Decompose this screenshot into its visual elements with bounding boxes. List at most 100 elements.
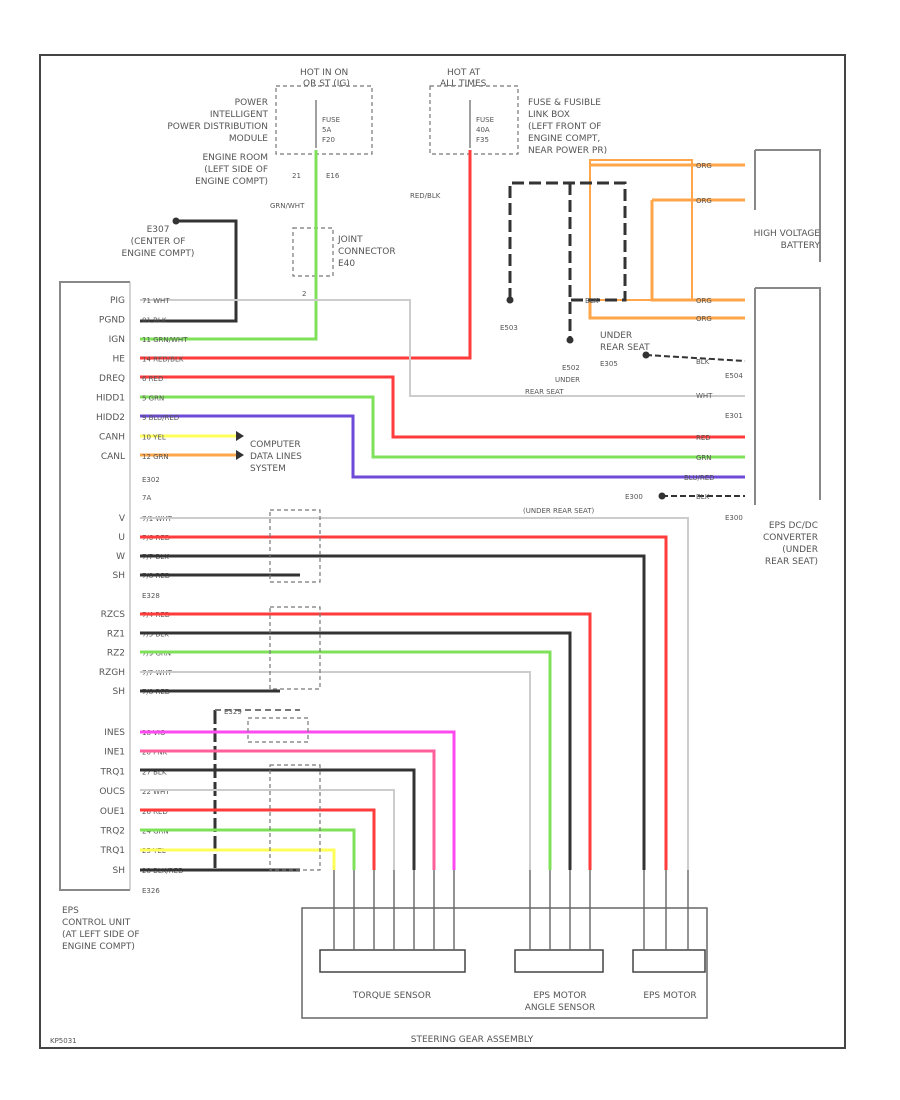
svg-text:SYSTEM: SYSTEM xyxy=(250,464,286,474)
connector-e301-label: E301 xyxy=(725,412,743,420)
ecu-pin-ecu_pins-3-label: HE xyxy=(113,355,126,365)
wire-ines-vio xyxy=(140,730,456,870)
fuse-box-fuse-rating: 40A xyxy=(476,126,490,134)
under-rear-label: UNDER xyxy=(600,331,632,341)
svg-text:(LEFT FRONT OF: (LEFT FRONT OF xyxy=(528,122,601,132)
ecu-pin-ecu_pins-6-label: HIDD2 xyxy=(96,413,125,423)
connector-e300-label: E300 xyxy=(725,514,743,522)
ecu-pin-ecu_pins-8-label: CANL xyxy=(101,452,125,462)
wire-label-redblk: RED/BLK xyxy=(410,192,441,200)
ecu-pin-ecu_pins-7-wire: 10 YEL xyxy=(142,434,166,442)
ecu-pin-motor_pins-3-label: SH xyxy=(113,571,125,581)
ecu-body xyxy=(59,281,130,891)
ecu-pin-ecu_pins-2-label: IGN xyxy=(109,335,125,345)
ground-e305-label: E305 xyxy=(600,360,618,368)
wire-motor-w-blk xyxy=(140,554,646,870)
svg-text:ENGINE COMPT): ENGINE COMPT) xyxy=(62,942,135,952)
ecu-pin-ecu_pins-3-wire: 14 RED/BLK xyxy=(142,356,184,364)
ground-e307-wire xyxy=(140,219,238,323)
svg-text:POWER: POWER xyxy=(235,98,268,108)
wire-oue1-red xyxy=(140,808,376,870)
ecu-label: EPS CONTROL UNIT (AT LEFT SIDE OF ENGINE… xyxy=(62,906,140,952)
wire-motor-u-red xyxy=(140,535,668,870)
ecu-pin-torque_pins-2-wire: 27 BLK xyxy=(142,768,167,776)
source-batt-line2: ALL TIMES xyxy=(440,79,487,89)
svg-text:ENGINE COMPT): ENGINE COMPT) xyxy=(122,249,195,259)
ecu-pin-ecu_pins-5-wire: 5 GRN xyxy=(142,395,164,403)
angle-shield-box xyxy=(269,606,321,690)
connector-7a-label: 7A xyxy=(142,494,151,502)
svg-text:BATTERY: BATTERY xyxy=(781,241,821,251)
torque-sensor-block xyxy=(319,949,466,973)
ecu-pin-motor_pins-1-label: U xyxy=(118,533,125,543)
svg-text:HIGH VOLTAGE: HIGH VOLTAGE xyxy=(754,229,821,239)
computer-data-label: COMPUTER DATA LINES SYSTEM xyxy=(250,440,302,474)
wire-rz1-blk xyxy=(140,631,572,870)
wire-trq2-grn xyxy=(140,828,356,870)
sensor-lead-lines xyxy=(333,870,689,950)
ecu-pin-ecu_pins-0-label: PIG xyxy=(110,296,125,306)
wire-label-grnwht: GRN/WHT xyxy=(270,202,305,210)
fuse-box-fuse-id: F35 xyxy=(476,136,489,144)
source-ign-line2: OR ST (IG) xyxy=(303,79,350,89)
ipdm-fuse-label: FUSE xyxy=(322,116,340,124)
motor-label: EPS MOTOR xyxy=(643,991,696,1001)
ecu-pin-ecu_pins-6-wire: 9 BLU/RED xyxy=(142,414,179,422)
svg-text:JOINT: JOINT xyxy=(337,235,363,245)
svg-text:MODULE: MODULE xyxy=(229,134,268,144)
diagram-code: KP5031 xyxy=(50,1037,77,1045)
battery-wire-4-label: ORG xyxy=(696,315,712,323)
ground-e307-label: E307 (CENTER OF ENGINE COMPT) xyxy=(122,225,195,259)
fuse-box-label: FUSE & FUSIBLE LINK BOX (LEFT FRONT OF E… xyxy=(528,98,607,156)
svg-text:GRN: GRN xyxy=(696,454,712,462)
svg-text:CONNECTOR: CONNECTOR xyxy=(338,247,396,257)
svg-text:EPS: EPS xyxy=(62,906,79,916)
angle-sensor-block xyxy=(514,949,604,973)
ecu-pin-torque_pins-4-label: OUE1 xyxy=(100,807,125,817)
joint-connector-box xyxy=(292,227,334,277)
fuse-source-batt: HOT AT ALL TIMES FUSE 40A F35 xyxy=(429,68,519,155)
ground-harness xyxy=(508,181,627,302)
ecu-pin-torque_pins-1-wire: 20 PNK xyxy=(142,749,168,757)
svg-text:ENGINE COMPT): ENGINE COMPT) xyxy=(195,177,268,187)
motor-block xyxy=(632,949,706,973)
svg-text:UNDER: UNDER xyxy=(555,376,580,384)
svg-text:DATA LINES: DATA LINES xyxy=(250,452,302,462)
wire-hidd2-blured xyxy=(140,414,745,479)
svg-text:(LEFT SIDE OF: (LEFT SIDE OF xyxy=(204,165,268,175)
wire-trq1b-yel xyxy=(140,848,336,870)
wire-ign-grnwht xyxy=(140,150,318,341)
svg-text:ENGINE ROOM: ENGINE ROOM xyxy=(202,153,268,163)
ecu-pin-torque_pins-1-label: INE1 xyxy=(104,748,125,758)
ecu-pin-ecu_pins-8-wire: 12 GRN xyxy=(142,453,169,461)
wire-pig-wht xyxy=(140,299,745,397)
torque-sensor-label: TORQUE SENSOR xyxy=(352,991,431,1001)
ecu-pin-torque_pins-4-wire: 26 RED xyxy=(142,808,168,816)
battery-wire-3-label: ORG xyxy=(696,297,712,305)
ground-e503-label: E503 xyxy=(500,324,518,332)
ground-e502-label: E502 xyxy=(562,364,580,372)
wire-hidd1-grn xyxy=(140,395,745,459)
ecu-pin-ecu_pins-7-label: CANH xyxy=(99,433,125,443)
svg-text:EPS DC/DC: EPS DC/DC xyxy=(769,521,818,531)
svg-text:ENGINE COMPT,: ENGINE COMPT, xyxy=(528,134,600,144)
ecu-pin-ecu_pins-4-label: DREQ xyxy=(99,374,125,384)
svg-text:(UNDER: (UNDER xyxy=(782,545,818,555)
wire-ine1-pnk xyxy=(140,749,436,870)
svg-text:INTELLIGENT: INTELLIGENT xyxy=(210,110,269,120)
ecu-pin-torque_pins-7-label: SH xyxy=(113,866,125,876)
ecu-pin-ecu_pins-1-wire: 81 BLK xyxy=(142,317,167,325)
svg-text:POWER DISTRIBUTION: POWER DISTRIBUTION xyxy=(167,122,268,132)
svg-text:(AT LEFT SIDE OF: (AT LEFT SIDE OF xyxy=(62,930,140,940)
ecu-pin-motor_pins-0-label: V xyxy=(119,514,126,524)
svg-text:FUSE & FUSIBLE: FUSE & FUSIBLE xyxy=(528,98,601,108)
fuse-box-fuse-label: FUSE xyxy=(476,116,494,124)
svg-text:NEAR POWER PR): NEAR POWER PR) xyxy=(528,146,607,156)
wire-he-redblk xyxy=(140,150,472,360)
svg-text:E40: E40 xyxy=(338,259,355,269)
dcdc-box-edge xyxy=(755,287,821,500)
battery-label: HIGH VOLTAGE BATTERY xyxy=(754,229,821,251)
ecu-pin-ecu_pins-5-label: HIDD1 xyxy=(96,394,125,404)
wire-dreq-red xyxy=(140,375,745,439)
